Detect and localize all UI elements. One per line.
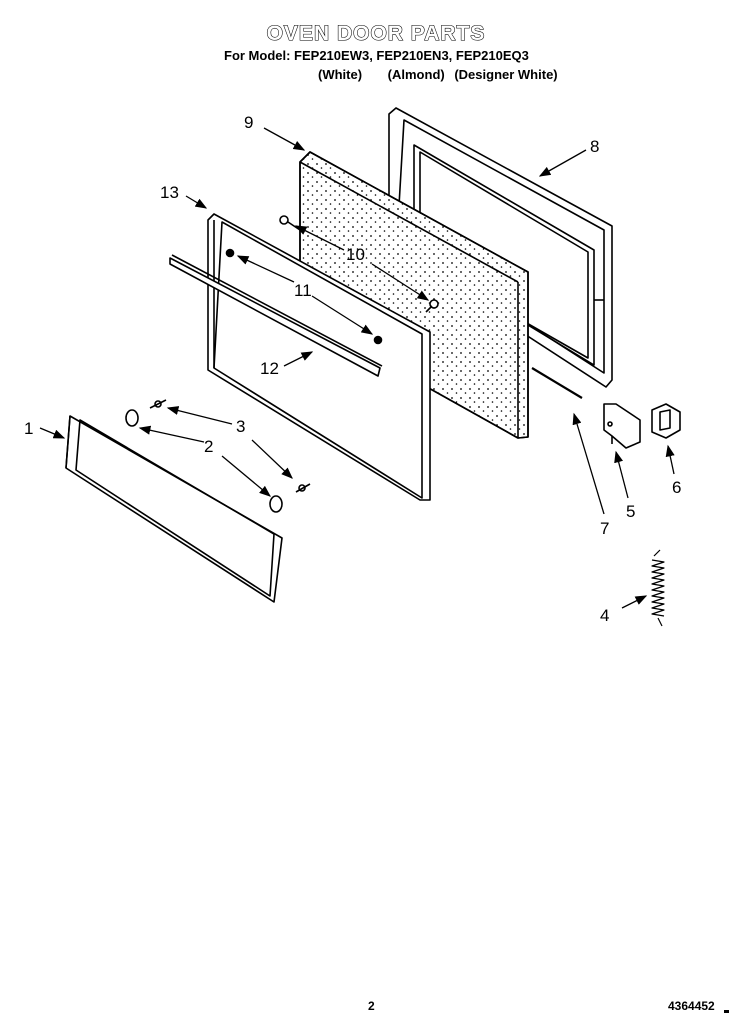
callout-4: 4 [600,606,609,625]
callout-5: 5 [626,502,635,521]
hinge-spring [651,549,665,627]
variant-almond: (Almond) [387,67,445,82]
callout-leaders [39,127,675,609]
variant-designer-white: (Designer White) [454,67,558,82]
door-insulation [299,151,529,439]
callout-11: 11 [294,281,312,300]
callout-7: 7 [600,519,609,538]
page-number: 2 [368,999,375,1013]
handle-screws [149,399,311,493]
document-number: 4364452 [668,999,715,1013]
door-handle-panel [65,415,283,603]
callout-8: 8 [590,137,599,156]
callout-3: 3 [236,417,245,436]
model-variants: (White) (Almond) (Designer White) [318,67,558,82]
door-hinge [603,403,641,449]
callout-2: 2 [204,437,213,456]
callout-13: 13 [160,183,179,202]
callout-9: 9 [244,113,253,132]
model-numbers: For Model: FEP210EW3, FEP210EN3, FEP210E… [224,48,529,63]
callout-1: 1 [24,419,33,438]
door-seal-strip [531,367,583,399]
callout-12: 12 [260,359,279,378]
document-mark [724,1010,729,1013]
handle-mounts [125,409,283,513]
nuts [225,248,383,345]
callout-10: 10 [346,245,365,264]
variant-white: (White) [318,67,363,82]
inner-door-panel [207,213,431,501]
callout-6: 6 [672,478,681,497]
page-title: OVEN DOOR PARTS [266,21,486,45]
door-trim-bar [169,254,383,377]
hinge-bracket [651,403,681,439]
